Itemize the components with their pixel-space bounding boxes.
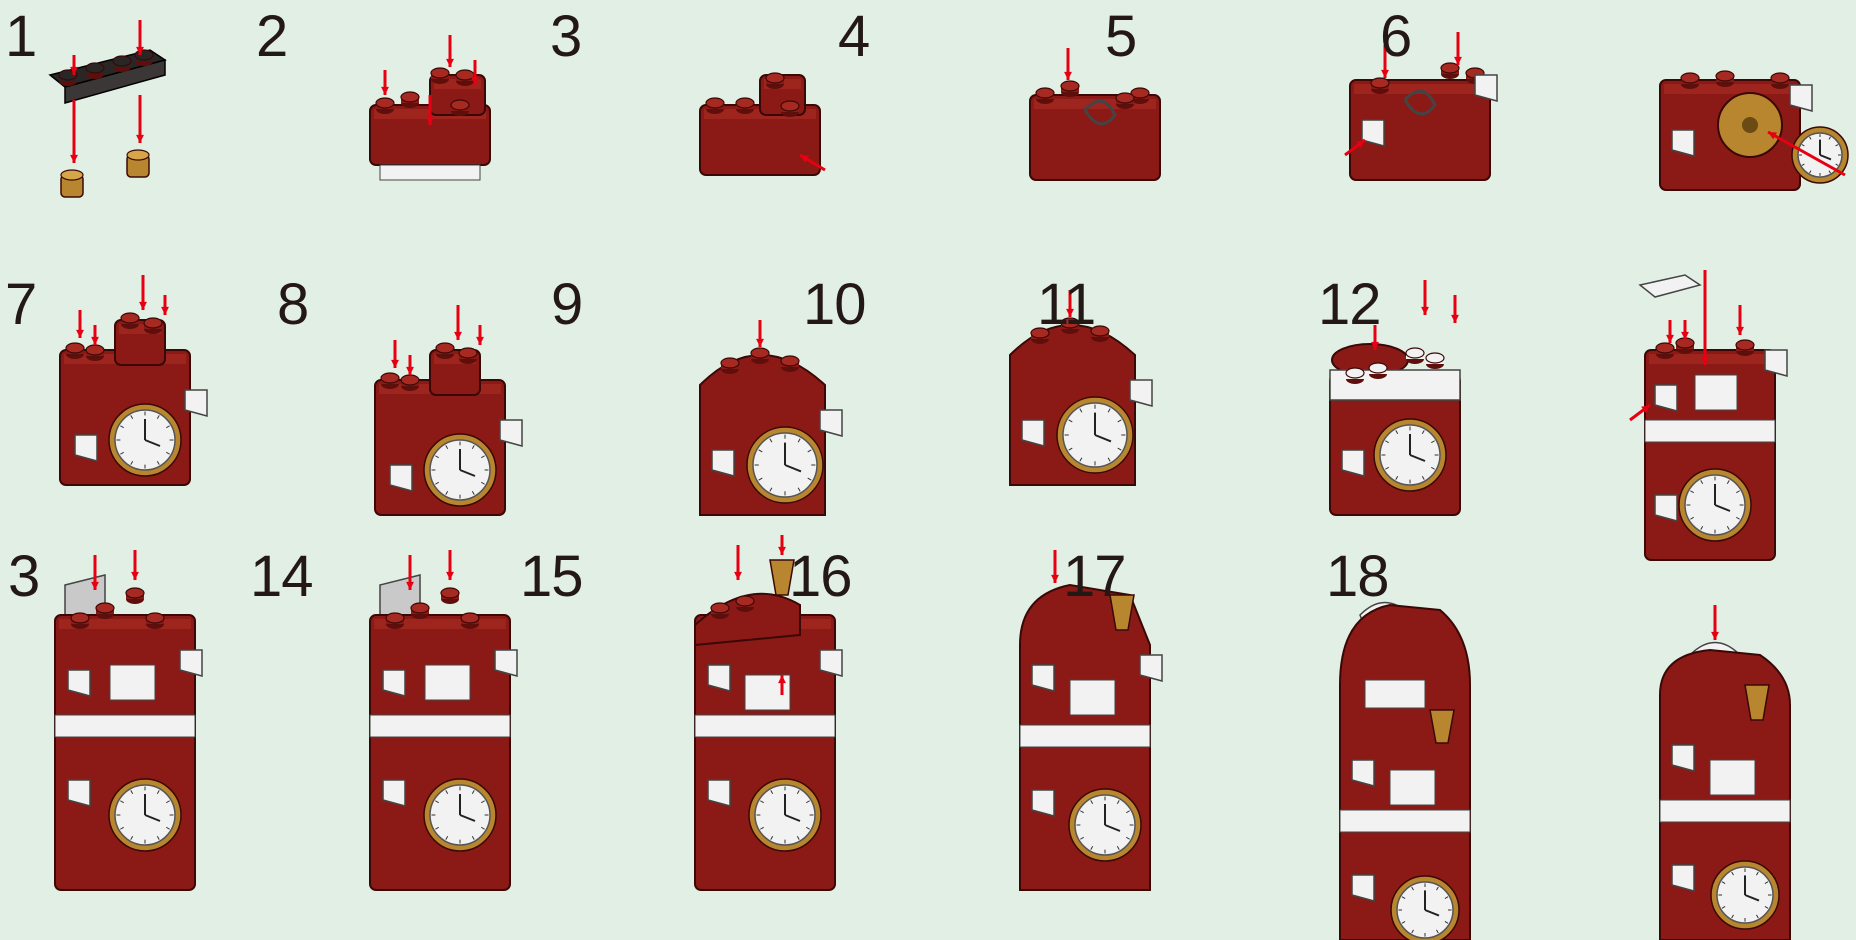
step-number: 5 (1105, 8, 1136, 66)
red-brick-with-white-slopes-icon (1340, 30, 1490, 210)
step-number: 17 (1063, 548, 1126, 606)
step-number: 15 (520, 548, 583, 606)
step-number: 7 (5, 276, 36, 334)
step-number: 16 (789, 548, 852, 606)
step-number: 3 (8, 548, 39, 606)
step-number: 2 (256, 8, 287, 66)
step-number: 18 (1326, 548, 1389, 606)
red-brick-layer-icon (690, 60, 840, 210)
tall-body-with-white-dome-icon (1330, 575, 1490, 940)
step-number: 12 (1318, 276, 1381, 334)
step-number: 9 (551, 276, 582, 334)
red-brick-with-turntable-icon (1020, 40, 1170, 210)
step-number: 8 (277, 276, 308, 334)
clock-attach-icon (1650, 40, 1850, 210)
clock-body-step-icon (370, 300, 520, 520)
step-number: 11 (1037, 276, 1095, 334)
tall-body-step-icon (50, 535, 210, 890)
clock-body-step-icon (55, 270, 205, 520)
finished-model-icon (1650, 595, 1810, 940)
step-number: 3 (550, 8, 581, 66)
white-studs-layer-icon (1625, 265, 1795, 575)
step-number: 4 (838, 8, 869, 66)
step-number: 6 (1380, 8, 1411, 66)
black-plate-with-gold-studs-icon (40, 15, 190, 215)
red-brick-base-icon (360, 25, 510, 205)
step-number: 14 (250, 548, 313, 606)
tall-body-step-icon (365, 535, 525, 890)
step-number: 10 (803, 276, 866, 334)
clock-body-arch-icon (690, 305, 840, 520)
step-number: 1 (5, 8, 36, 66)
